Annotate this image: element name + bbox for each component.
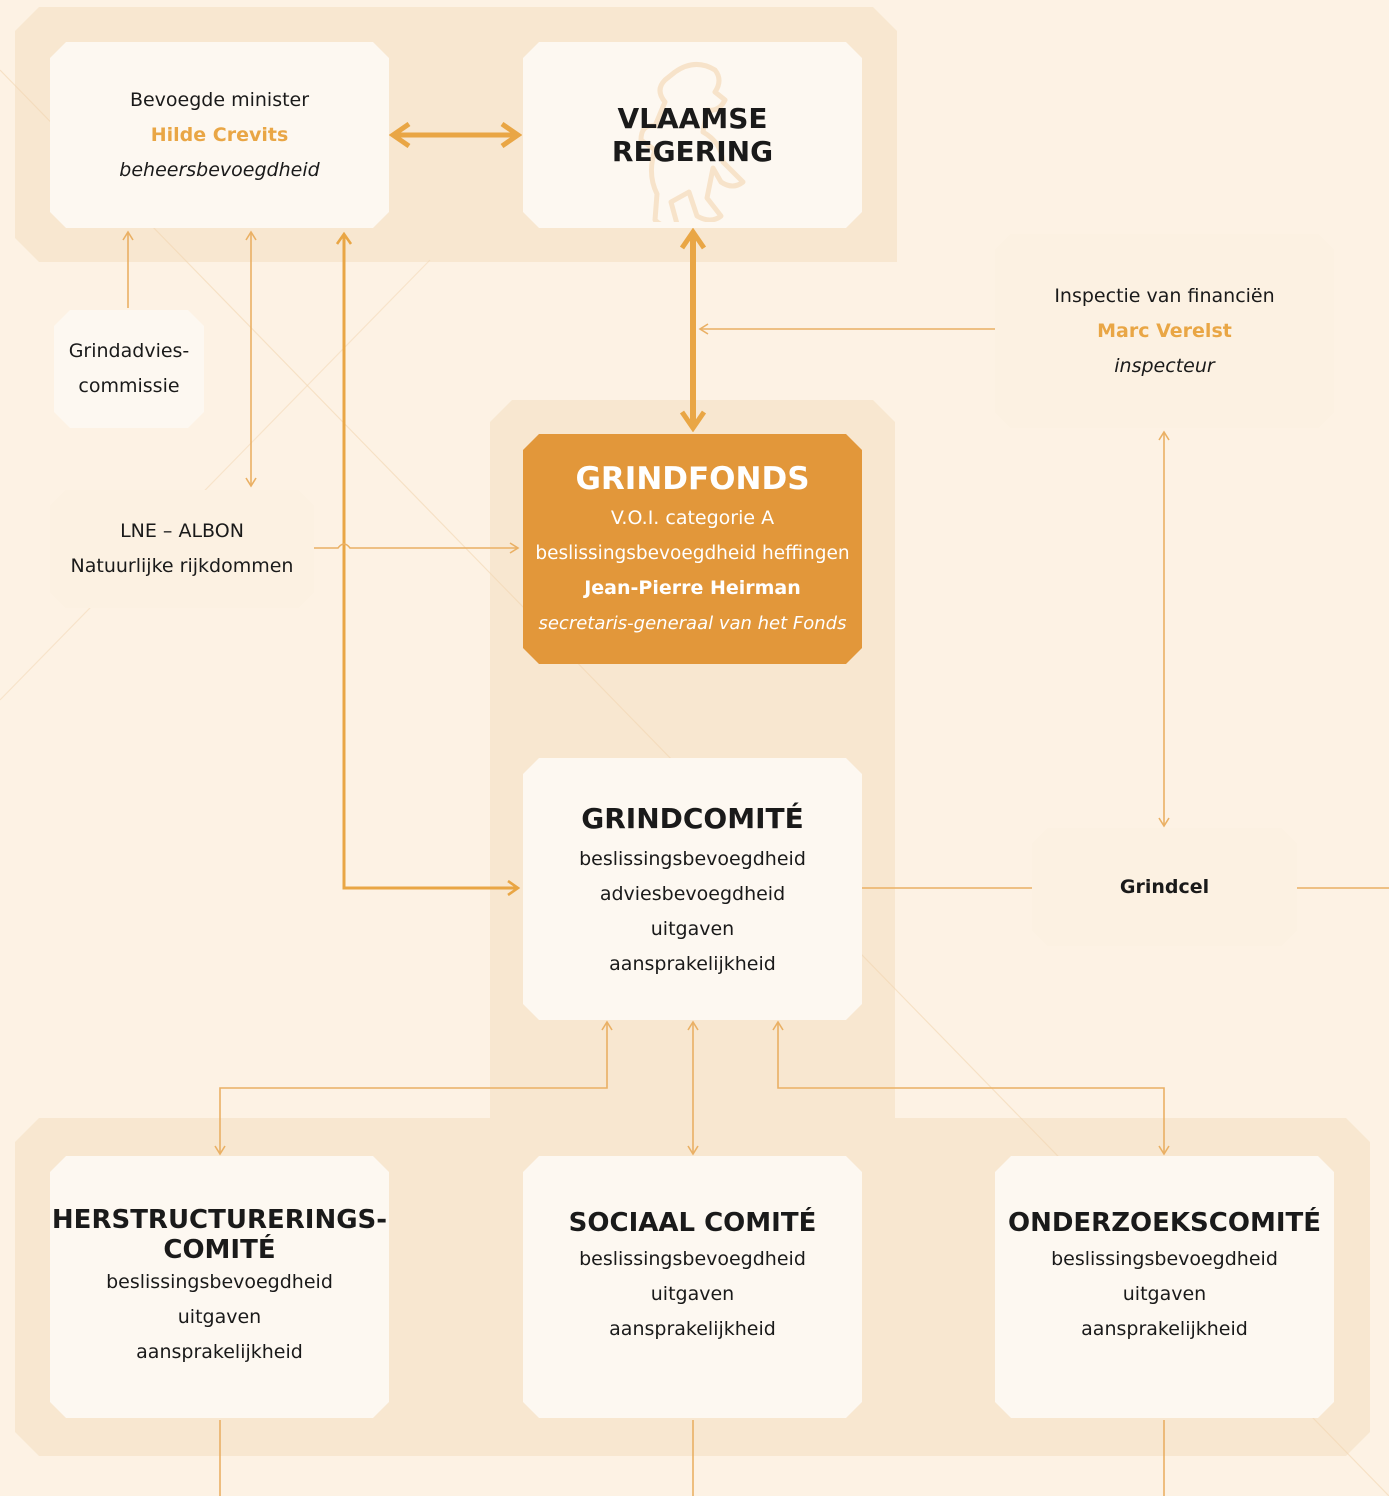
grindcomite-power: aansprakelijkheid <box>609 953 776 975</box>
grindcel-label: Grindcel <box>1119 875 1210 898</box>
herstructurering-power: uitgaven <box>177 1305 262 1328</box>
grindfonds-name: Jean-Pierre Heirman <box>584 577 801 599</box>
sociaal-box: SOCIAAL COMITÉ beslissingsbevoegdheid ui… <box>523 1156 862 1418</box>
lne-line1: LNE – ALBON <box>120 520 244 542</box>
sociaal-title: SOCIAAL COMITÉ <box>568 1208 817 1238</box>
regering-title-line2: REGERING <box>611 135 774 168</box>
flemish-lion-icon <box>615 52 765 222</box>
onderzoek-title: ONDERZOEKSCOMITÉ <box>1007 1208 1322 1238</box>
inspectie-name: Marc Verelst <box>1097 319 1232 342</box>
herstructurering-title-line1: HERSTRUCTURERINGS- <box>51 1204 388 1235</box>
grindfonds-category: V.O.I. categorie A <box>610 507 775 529</box>
grindcomite-title: GRINDCOMITÉ <box>581 802 804 835</box>
grindcomite-power: beslissingsbevoegdheid <box>579 848 806 870</box>
adviescommissie-line1: Grindadvies- <box>68 340 190 362</box>
regering-title-line1: VLAAMSE <box>617 102 768 135</box>
adviescommissie-line2: commissie <box>78 375 180 397</box>
adviescommissie-box: Grindadvies- commissie <box>54 310 204 428</box>
minister-name: Hilde Crevits <box>150 123 289 146</box>
grindfonds-title: GRINDFONDS <box>575 461 810 497</box>
grindfonds-function: secretaris-generaal van het Fonds <box>538 613 847 634</box>
grindfonds-box: GRINDFONDS V.O.I. categorie A beslissing… <box>523 434 862 664</box>
herstructurering-power: aansprakelijkheid <box>136 1340 303 1363</box>
sociaal-power: aansprakelijkheid <box>609 1318 776 1340</box>
onderzoek-power: uitgaven <box>1122 1283 1207 1305</box>
grindcomite-box: GRINDCOMITÉ beslissingsbevoegdheid advie… <box>523 758 862 1020</box>
grindcomite-power: uitgaven <box>650 918 735 940</box>
minister-role: Bevoegde minister <box>129 88 310 111</box>
lne-line2: Natuurlijke rijkdommen <box>70 555 294 577</box>
grindcomite-power: adviesbevoegdheid <box>599 883 786 905</box>
regering-box: VLAAMSE REGERING <box>523 42 862 228</box>
minister-box: Bevoegde minister Hilde Crevits beheersb… <box>50 42 389 228</box>
herstructurering-title-line2: COMITÉ <box>163 1234 276 1265</box>
grindfonds-power: beslissingsbevoegdheid heffingen <box>535 543 850 564</box>
lne-box: LNE – ALBON Natuurlijke rijkdommen <box>50 490 314 608</box>
sociaal-power: uitgaven <box>650 1283 735 1305</box>
grindcel-box: Grindcel <box>1032 828 1297 946</box>
sociaal-power: beslissingsbevoegdheid <box>579 1248 806 1270</box>
herstructurering-box: HERSTRUCTURERINGS- COMITÉ beslissingsbev… <box>50 1156 389 1418</box>
herstructurering-power: beslissingsbevoegdheid <box>106 1270 333 1293</box>
onderzoek-box: ONDERZOEKSCOMITÉ beslissingsbevoegdheid … <box>995 1156 1334 1418</box>
onderzoek-power: beslissingsbevoegdheid <box>1051 1248 1278 1270</box>
inspectie-title: inspecteur <box>1114 354 1215 377</box>
minister-scope: beheersbevoegdheid <box>119 158 320 181</box>
inspectie-box: Inspectie van financiën Marc Verelst ins… <box>995 234 1334 428</box>
onderzoek-power: aansprakelijkheid <box>1081 1318 1248 1340</box>
inspectie-role: Inspectie van financiën <box>1054 284 1275 307</box>
